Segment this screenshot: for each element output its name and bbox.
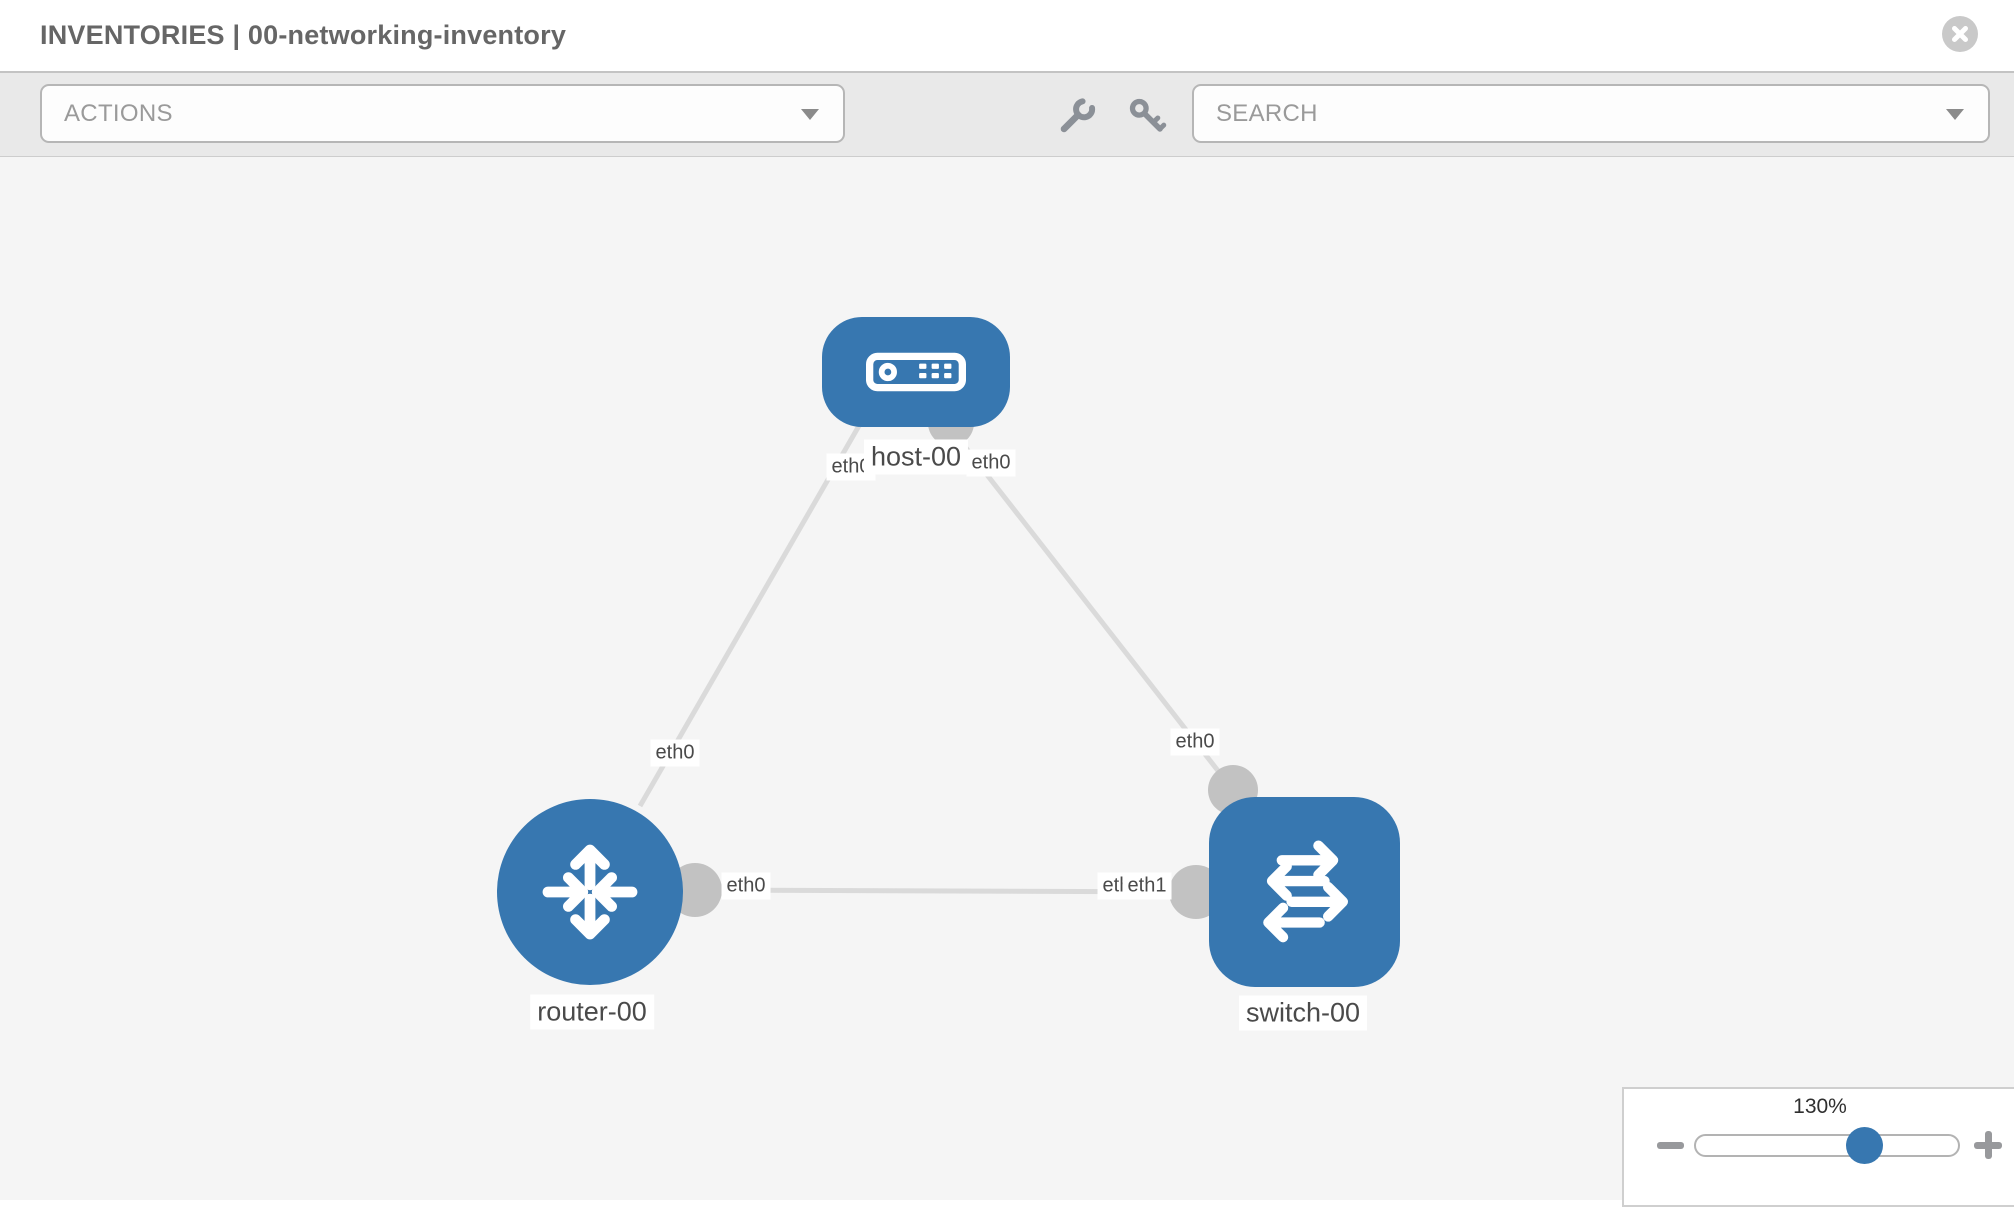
zoom-out-button[interactable] [1657,1142,1684,1149]
router-icon [542,844,638,940]
key-icon[interactable] [1126,95,1168,137]
page-title: INVENTORIES | 00-networking-inventory [40,20,567,50]
node-host-00[interactable] [822,317,1010,427]
links-layer [637,400,1258,919]
node-router-00[interactable] [497,799,683,985]
toolbar: ACTIONS SEARCH [0,73,2014,157]
zoom-slider-track[interactable] [1694,1134,1960,1157]
node-switch-00[interactable] [1209,797,1400,987]
node-label-switch: switch-00 [1238,995,1368,1031]
zoom-in-button[interactable] [1974,1131,2002,1159]
header-bar: INVENTORIES | 00-networking-inventory [0,0,2014,73]
wrench-icon[interactable] [1056,95,1098,137]
zoom-panel: 130% [1622,1087,2014,1207]
close-icon [1952,26,1968,42]
zoom-level-value: 130% [1793,1095,1847,1118]
zoom-slider-thumb[interactable] [1846,1127,1883,1164]
switch-icon [1262,840,1348,943]
interface-label-switch-left: eth1 [1122,872,1172,900]
search-dropdown[interactable]: SEARCH [1192,84,1990,143]
interface-label-router-top: eth0 [650,739,700,767]
topology-canvas[interactable]: eth0 eth0 host-00 eth0 eth0 eth0 eth0 et… [0,157,2014,1200]
actions-dropdown-label: ACTIONS [64,99,173,127]
interface-label-router-right: eth0 [721,872,771,900]
interface-label-switch-top: eth0 [1170,728,1220,756]
chevron-down-icon [801,108,819,120]
actions-dropdown[interactable]: ACTIONS [40,84,845,143]
search-dropdown-label: SEARCH [1216,99,1318,127]
node-label-router: router-00 [530,994,654,1030]
interface-label-host-right: eth0 [966,449,1016,477]
node-label-host: host-00 [863,439,969,475]
host-icon [866,352,966,392]
chevron-down-icon [1946,108,1964,120]
close-button[interactable] [1942,16,1978,52]
